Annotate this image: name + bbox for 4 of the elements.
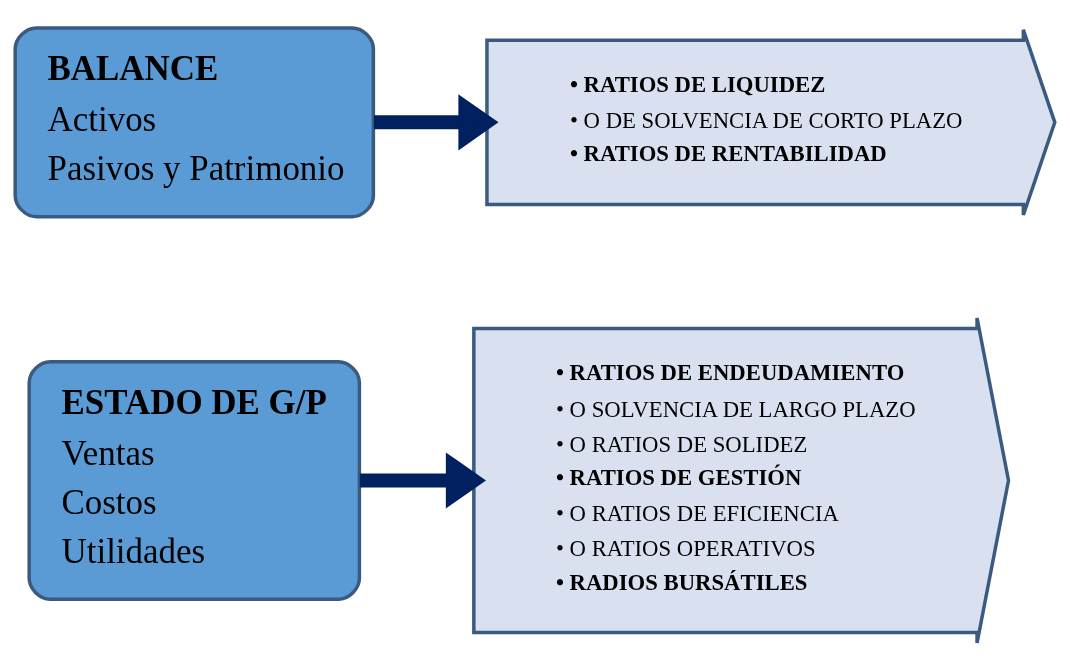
arrow bbox=[359, 452, 486, 509]
node-box: ESTADO DE G/P Ventas Costos Utilidades bbox=[27, 359, 362, 602]
node-box: BALANCE Activos Pasivos y Patrimonio bbox=[13, 26, 376, 219]
arrow bbox=[373, 94, 499, 151]
